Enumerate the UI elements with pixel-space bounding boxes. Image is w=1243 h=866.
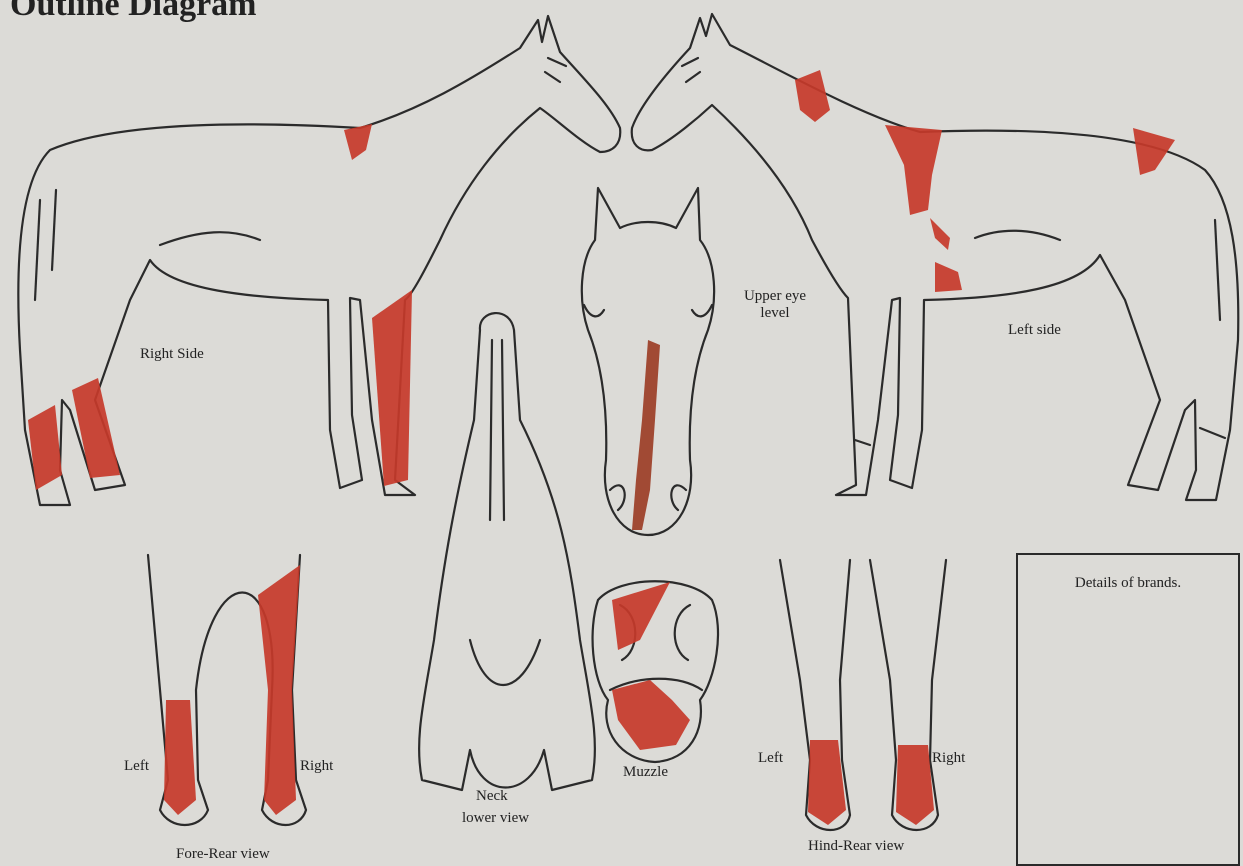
hind-left-label: Left (758, 750, 783, 767)
fore-left-label: Left (124, 758, 149, 775)
brands-details-title: Details of brands. (1018, 575, 1238, 592)
neck-lower-view (419, 313, 595, 790)
hind-rear-view-label: Hind-Rear view (808, 838, 904, 855)
fore-rear-view (148, 555, 306, 825)
head-front-view (582, 188, 714, 535)
right-side-horse (18, 16, 620, 505)
muzzle-view (593, 581, 718, 762)
hind-rear-view (780, 560, 946, 830)
left-side-horse (632, 14, 1239, 500)
hind-right-label: Right (932, 750, 965, 767)
brands-details-box: Details of brands. (1016, 553, 1240, 866)
upper-eye-level-label: Upper eye level (733, 288, 817, 322)
neck-label: Neck (476, 788, 508, 805)
left-side-label: Left side (1008, 322, 1061, 339)
muzzle-label: Muzzle (623, 764, 668, 781)
neck-lower-view-label: lower view (462, 810, 529, 827)
fore-rear-view-label: Fore-Rear view (176, 846, 270, 863)
fore-right-label: Right (300, 758, 333, 775)
right-side-label: Right Side (140, 346, 204, 363)
